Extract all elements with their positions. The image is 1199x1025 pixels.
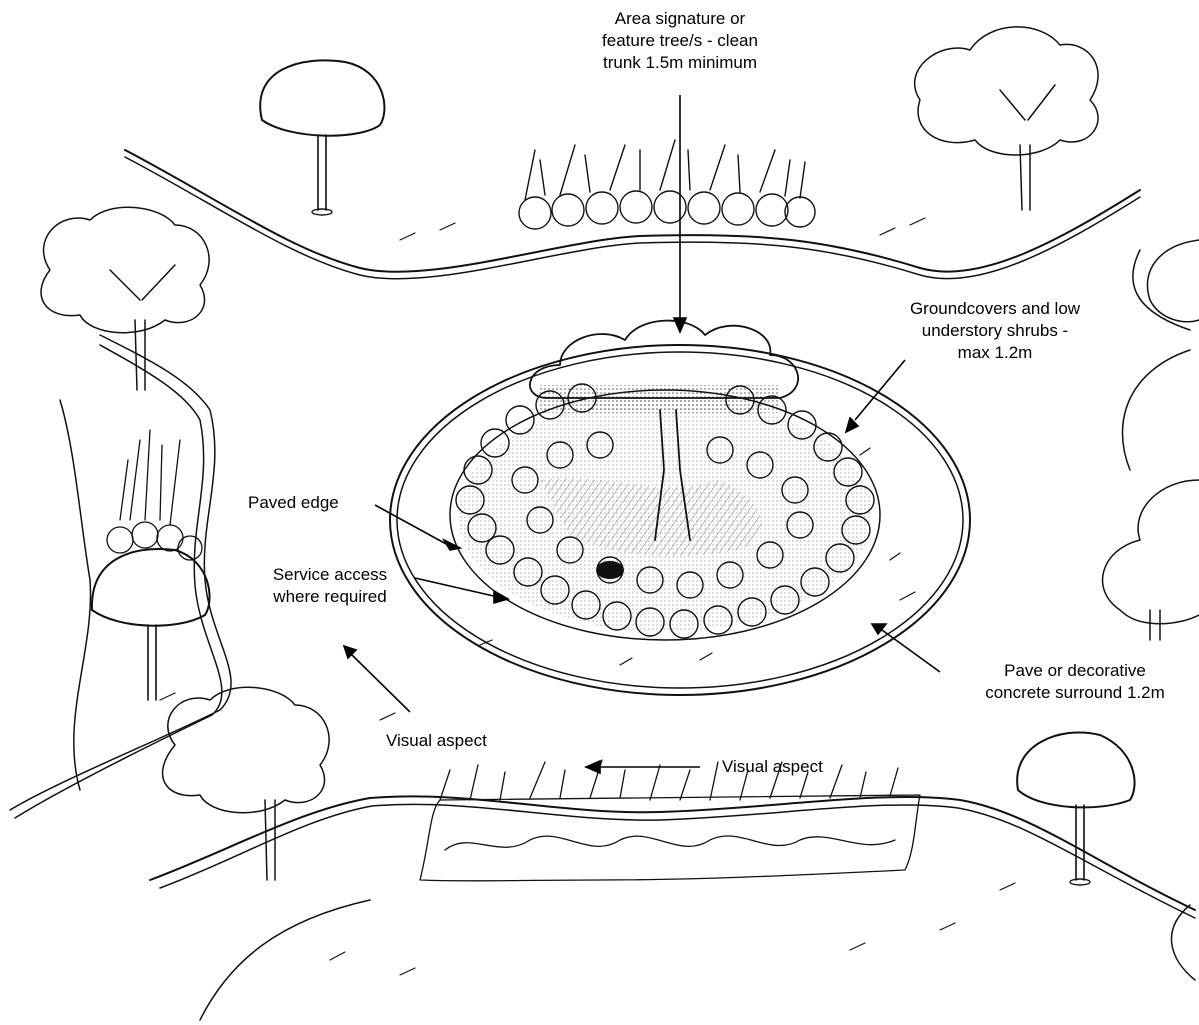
lollipop-tree-left <box>92 549 210 700</box>
label-visual-aspect-left: Visual aspect <box>386 730 487 752</box>
arrow-groundcovers <box>855 360 905 420</box>
bottom-garden-bed <box>420 760 920 881</box>
label-visual-aspect-center: Visual aspect <box>722 756 823 778</box>
label-groundcovers: Groundcovers and low understory shrubs -… <box>885 298 1105 364</box>
label-feature-tree: Area signature or feature tree/s - clean… <box>570 8 790 74</box>
label-paved-edge: Paved edge <box>248 492 339 514</box>
label-service-access-line2: where required <box>245 586 415 608</box>
label-feature-tree-line1: Area signature or <box>570 8 790 30</box>
arrow-visual-aspect-left <box>352 655 410 712</box>
deciduous-tree-top-right <box>915 27 1098 210</box>
label-groundcovers-line1: Groundcovers and low <box>885 298 1105 320</box>
label-pave-surround: Pave or decorative concrete surround 1.2… <box>960 660 1190 704</box>
label-service-access: Service access where required <box>245 564 415 608</box>
label-groundcovers-line3: max 1.2m <box>885 342 1105 364</box>
deciduous-tree-left <box>41 207 209 390</box>
label-groundcovers-line2: understory shrubs - <box>885 320 1105 342</box>
label-pave-surround-line2: concrete surround 1.2m <box>960 682 1190 704</box>
arrow-paved-edge <box>375 505 448 545</box>
label-pave-surround-line1: Pave or decorative <box>960 660 1190 682</box>
label-service-access-line1: Service access <box>245 564 415 586</box>
lollipop-tree-top-left <box>260 60 384 215</box>
top-garden-bed <box>519 140 815 229</box>
arrow-pave-surround <box>882 630 940 672</box>
label-feature-tree-line2: feature tree/s - clean <box>570 30 790 52</box>
deciduous-tree-right <box>1103 240 1199 640</box>
label-feature-tree-line3: trunk 1.5m minimum <box>570 52 790 74</box>
lollipop-tree-bottom-right <box>1017 732 1134 885</box>
arrow-service-access <box>415 578 498 597</box>
roundabout-island <box>390 321 970 695</box>
left-garden-bed <box>107 430 202 560</box>
